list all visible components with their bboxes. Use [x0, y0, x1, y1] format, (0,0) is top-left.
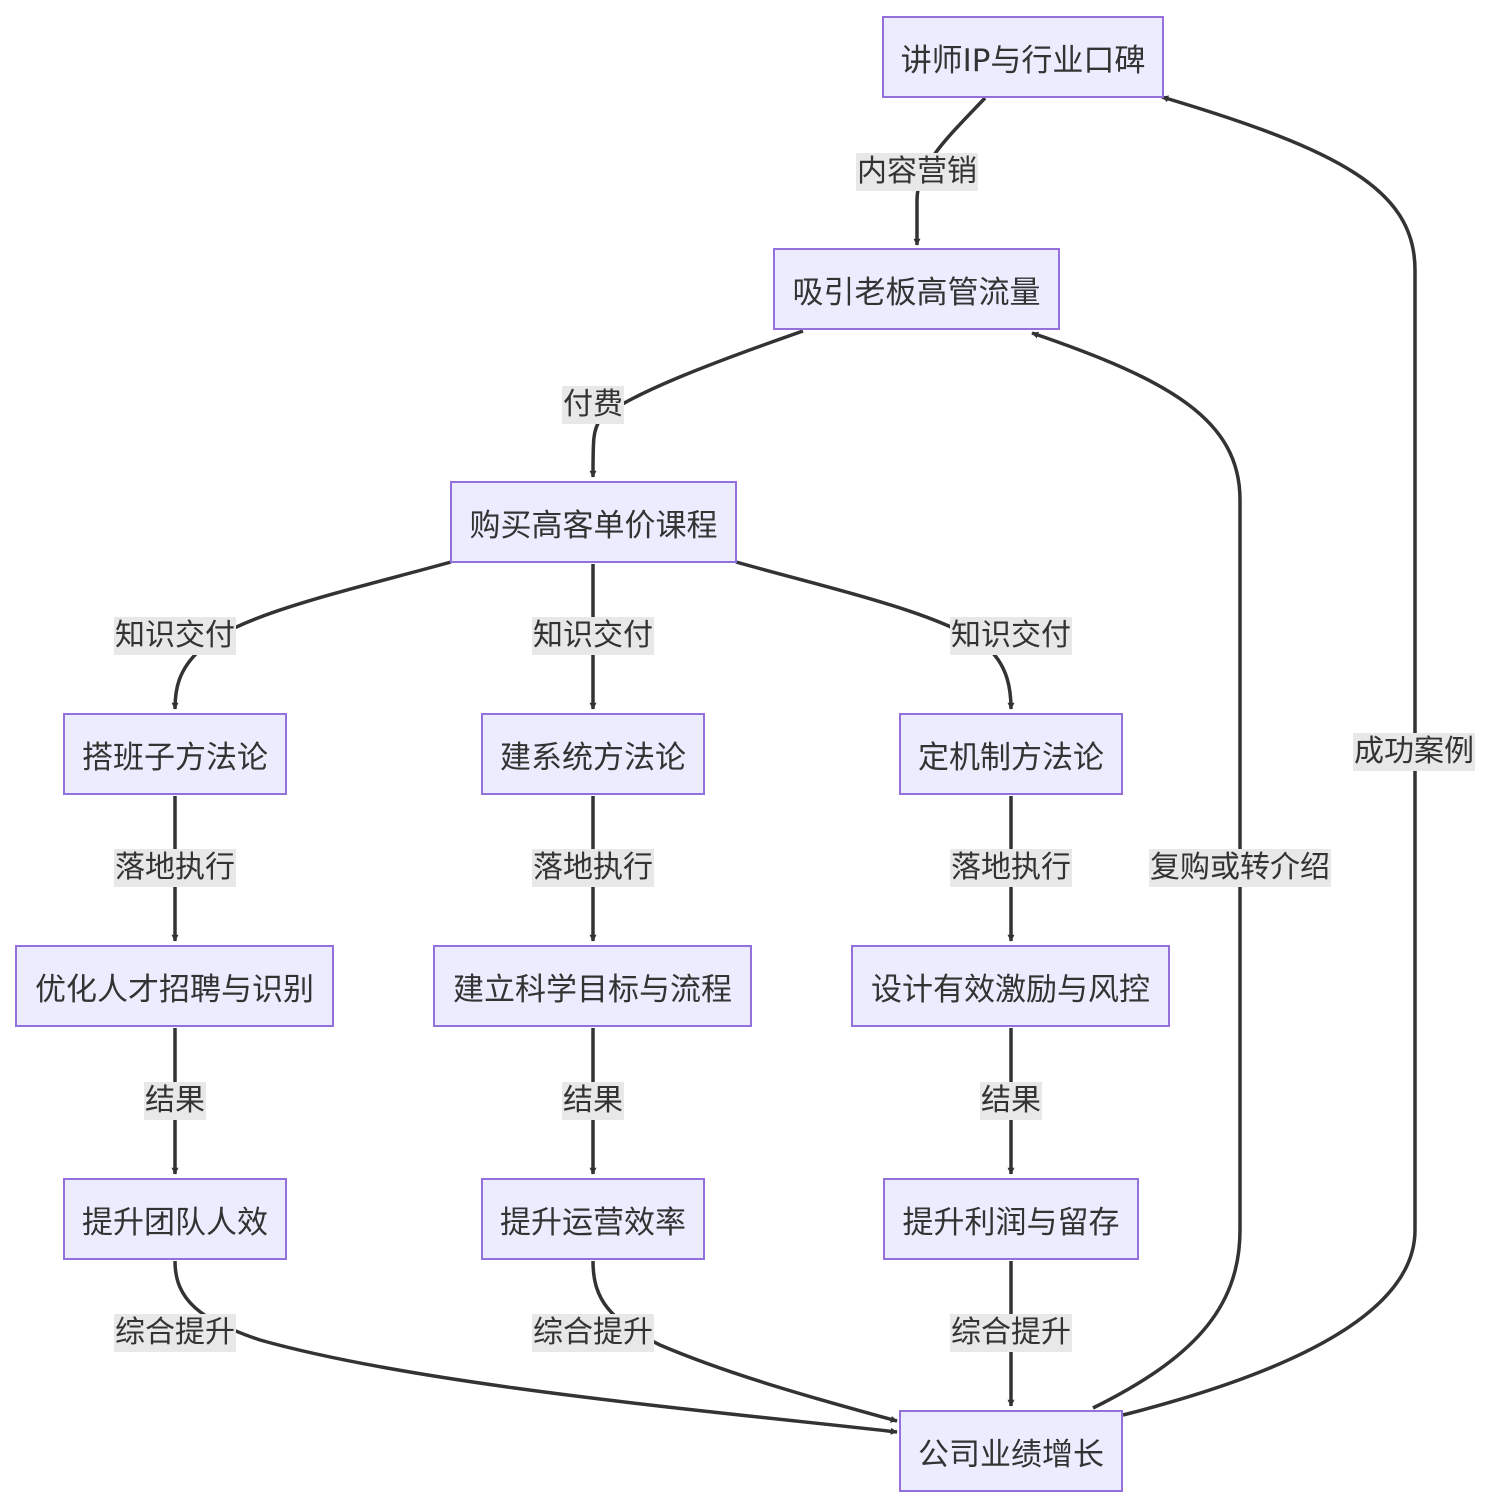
edge-label-success-case: 成功案例 [1353, 733, 1475, 771]
node-buy-course[interactable]: 购买高客单价课程 [450, 481, 737, 563]
edge-label-execute-1: 落地执行 [114, 849, 236, 887]
node-ops[interactable]: 提升运营效率 [481, 1178, 705, 1260]
node-system-method[interactable]: 建系统方法论 [481, 713, 705, 795]
node-lecturer-ip[interactable]: 讲师IP与行业口碑 [882, 16, 1164, 98]
node-mechanism-method[interactable]: 定机制方法论 [899, 713, 1123, 795]
edge-label-overall-2: 综合提升 [532, 1314, 654, 1352]
edge-label-repurchase: 复购或转介绍 [1149, 849, 1331, 887]
edge-label-delivery-3: 知识交付 [950, 617, 1072, 655]
edge-label-result-1: 结果 [144, 1082, 206, 1120]
edge-label-delivery-1: 知识交付 [114, 617, 236, 655]
node-talent[interactable]: 优化人才招聘与识别 [15, 945, 334, 1027]
node-profit[interactable]: 提升利润与留存 [883, 1178, 1139, 1260]
edge-growth-to-traffic [1031, 331, 1242, 1410]
edge-ops-to-growth [591, 1260, 898, 1423]
edge-traffic-to-course [589, 329, 804, 478]
edge-label-execute-3: 落地执行 [950, 849, 1072, 887]
node-efficiency[interactable]: 提升团队人效 [63, 1178, 287, 1260]
node-goals[interactable]: 建立科学目标与流程 [433, 945, 752, 1027]
edge-label-delivery-2: 知识交付 [532, 617, 654, 655]
edge-label-pay: 付费 [562, 386, 624, 424]
edge-label-result-2: 结果 [562, 1082, 624, 1120]
edge-label-overall-1: 综合提升 [114, 1314, 236, 1352]
node-incentive[interactable]: 设计有效激励与风控 [851, 945, 1170, 1027]
edge-label-result-3: 结果 [980, 1082, 1042, 1120]
node-attract-traffic[interactable]: 吸引老板高管流量 [773, 248, 1060, 330]
node-growth[interactable]: 公司业绩增长 [899, 1410, 1123, 1492]
edge-label-overall-3: 综合提升 [950, 1314, 1072, 1352]
edge-label-execute-2: 落地执行 [532, 849, 654, 887]
edge-label-content-marketing: 内容营销 [856, 153, 978, 191]
edge-growth-to-ip [1122, 95, 1417, 1417]
node-team-method[interactable]: 搭班子方法论 [63, 713, 287, 795]
edge-efficiency-to-growth [173, 1260, 898, 1435]
